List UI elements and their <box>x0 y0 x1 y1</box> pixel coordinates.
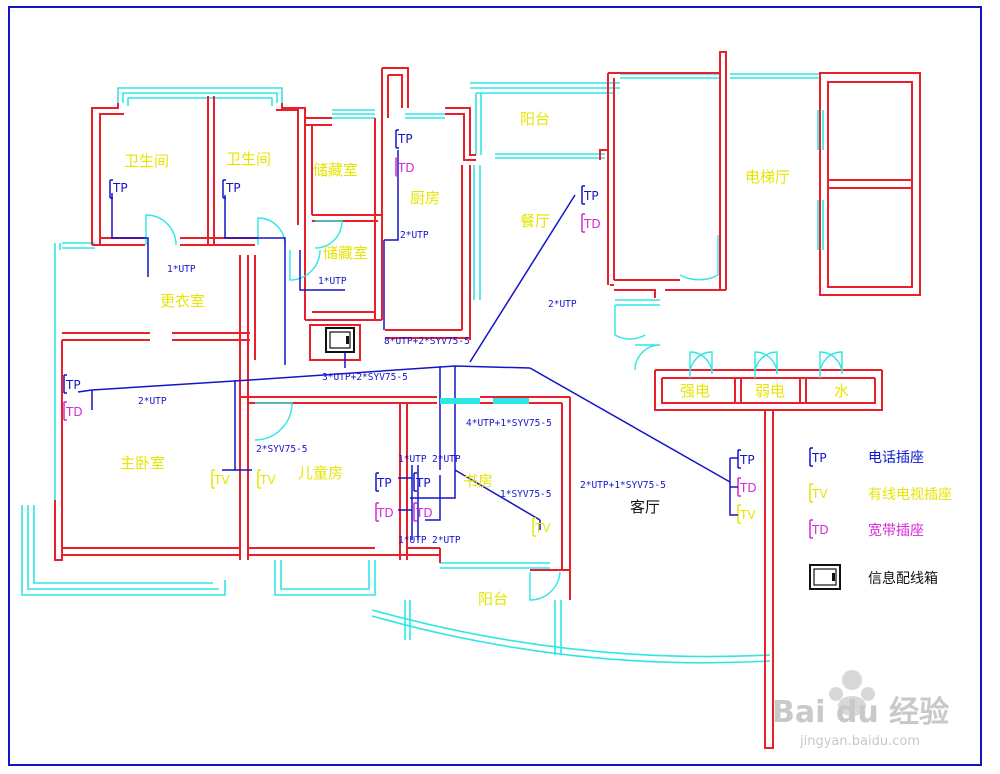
study-window-marker <box>440 398 480 404</box>
tp-socket-bath1: TP <box>109 179 128 199</box>
cable-label-kitchen: 2*UTP <box>400 230 429 241</box>
td-socket-living: TD <box>737 477 757 497</box>
room-label-kitchen: 厨房 <box>410 189 440 207</box>
watermark: Bai du 经验 jingyan.baidu.com <box>772 670 949 749</box>
tp-socket-living: TP <box>737 449 755 469</box>
room-label-bath2: 卫生间 <box>226 150 271 168</box>
svg-text:TV: TV <box>259 473 276 487</box>
walls <box>54 51 921 749</box>
legend-broadband-label: 宽带插座 <box>868 522 924 539</box>
room-label-strong-elec: 强电 <box>680 382 710 400</box>
td-socket-kids: TD <box>375 502 394 522</box>
svg-text:TP: TP <box>397 132 413 146</box>
legend-tp: TP 电话插座 <box>809 447 924 467</box>
svg-text:TD: TD <box>583 217 601 231</box>
room-label-dining: 餐厅 <box>520 212 550 230</box>
tp-socket-kids: TP <box>375 472 392 492</box>
cable-label-trunk-west: 3*UTP+2*SYV75-5 <box>322 372 408 383</box>
tp-socket-master: TP <box>63 374 81 394</box>
tv-socket-master: TV <box>211 469 230 489</box>
room-label-storage2: 储藏室 <box>323 244 368 262</box>
drawing-frame <box>8 6 982 766</box>
room-label-master: 主卧室 <box>120 454 165 472</box>
cable-label-study-tv: 1*SYV75-5 <box>500 489 551 500</box>
svg-text:TP: TP <box>65 378 81 392</box>
cable-label-bath: 1*UTP <box>167 264 196 275</box>
room-label-kids: 儿童房 <box>298 464 343 482</box>
watermark-url: jingyan.baidu.com <box>799 734 920 749</box>
svg-text:TD: TD <box>739 481 757 495</box>
room-label-water: 水 <box>834 382 849 400</box>
tv-socket-living: TV <box>737 504 756 524</box>
legend-info-box: 信息配线箱 <box>809 564 938 590</box>
svg-text:TD: TD <box>376 506 394 520</box>
td-socket-kitchen: TD <box>395 157 415 177</box>
room-label-dressing: 更衣室 <box>160 292 205 310</box>
tp-socket-bath2: TP <box>222 179 241 199</box>
room-label-elevator-hall: 电梯厅 <box>745 168 790 186</box>
svg-text:TV: TV <box>739 508 756 522</box>
svg-text:TD: TD <box>415 506 433 520</box>
svg-text:TP: TP <box>415 476 431 490</box>
living-socket-bracket <box>729 457 738 516</box>
svg-text:TP: TP <box>583 189 599 203</box>
doors <box>145 214 843 601</box>
td-socket-study: TD <box>413 502 433 522</box>
room-label-weak-elec: 弱电 <box>755 382 785 400</box>
svg-text:TD: TD <box>811 523 829 537</box>
svg-text:TP: TP <box>811 451 827 465</box>
cable-label-kids-tv: 2*SYV75-5 <box>256 444 307 455</box>
windows <box>21 73 824 664</box>
legend-phone-label: 电话插座 <box>868 450 924 466</box>
legend-info-box-label: 信息配线箱 <box>868 570 938 587</box>
cable-label-study-bottom-right: 2*UTP <box>432 535 461 546</box>
cable-label-master: 2*UTP <box>138 396 167 407</box>
cable-label-study-trunk: 4*UTP+1*SYV75-5 <box>466 418 552 429</box>
cable-label-living: 2*UTP+1*SYV75-5 <box>580 480 666 491</box>
svg-text:TV: TV <box>213 473 230 487</box>
cable-label-study-top-left: 1*UTP <box>398 454 427 465</box>
watermark-brand: Bai du 经验 <box>772 695 949 730</box>
tp-socket-study: TP <box>413 472 431 492</box>
tv-socket-kids: TV <box>257 469 276 489</box>
cable-label-trunk-main: 8*UTP+2*SYV75-5 <box>384 336 470 347</box>
info-distribution-box <box>325 327 355 353</box>
room-label-balcony-top: 阳台 <box>520 110 550 128</box>
legend-cable-tv-label: 有线电视插座 <box>868 487 952 503</box>
cable-label-dining: 2*UTP <box>548 299 577 310</box>
room-label-living: 客厅 <box>630 498 660 516</box>
legend-td: TD 宽带插座 <box>809 519 924 539</box>
svg-text:TP: TP <box>376 476 392 490</box>
room-label-study: 书房 <box>463 472 493 490</box>
tp-socket-kitchen: TP <box>395 129 413 149</box>
cable-label-storage: 1*UTP <box>318 276 347 287</box>
svg-text:TV: TV <box>811 487 828 501</box>
study-window-marker-2 <box>493 398 529 404</box>
svg-text:TP: TP <box>225 181 241 195</box>
svg-text:TP: TP <box>739 453 755 467</box>
room-label-storage1: 储藏室 <box>313 161 358 179</box>
svg-text:TP: TP <box>112 181 128 195</box>
svg-text:TD: TD <box>397 161 415 175</box>
legend: TP 电话插座 TV 有线电视插座 TD 宽带插座 信息配线箱 <box>809 447 952 590</box>
td-socket-dining: TD <box>581 213 601 233</box>
td-socket-master: TD <box>63 401 83 421</box>
tv-socket-study: TV <box>532 517 551 537</box>
tp-socket-dining: TP <box>581 185 599 205</box>
cable-label-study-top-right: 2*UTP <box>432 454 461 465</box>
room-label-balcony-bottom: 阳台 <box>478 590 508 608</box>
cable-label-study-bottom-left: 1*UTP <box>398 535 427 546</box>
svg-text:TV: TV <box>534 521 551 535</box>
room-label-bath1: 卫生间 <box>124 152 169 170</box>
svg-text:TD: TD <box>65 405 83 419</box>
legend-tv: TV 有线电视插座 <box>809 483 952 503</box>
